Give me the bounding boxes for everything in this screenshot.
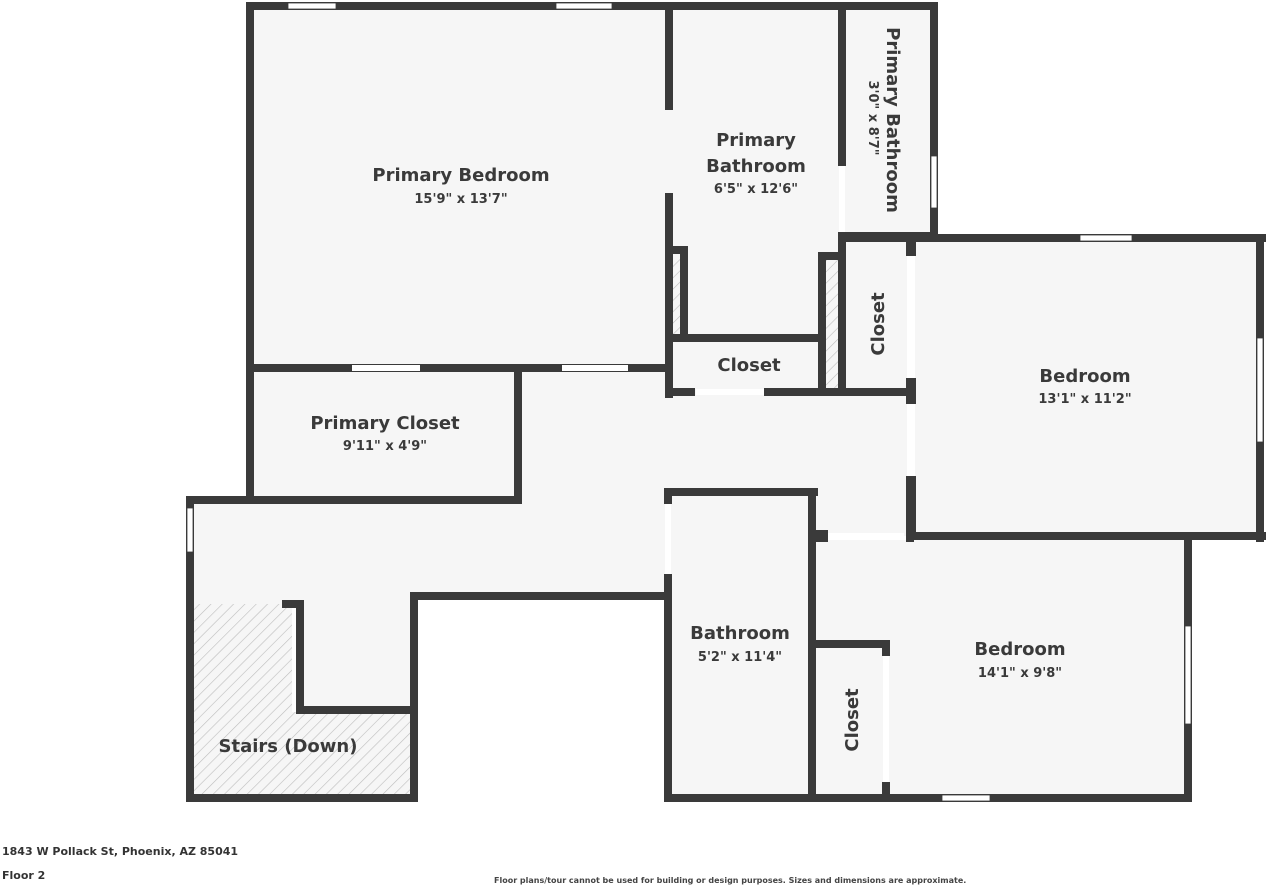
- closet-floor: [670, 340, 820, 392]
- hallway-floor: [192, 368, 912, 712]
- room-name-bedroom-2: Bedroom: [974, 639, 1065, 660]
- room-name-bathroom: Bathroom: [690, 623, 790, 644]
- primary-bathroom-small-floor: [842, 8, 934, 236]
- room-dims-primary-bathroom-small: 3'0" x 8'7": [865, 80, 880, 155]
- room-name-primary-closet: Primary Closet: [310, 413, 460, 434]
- wall-cavity-hatch: [673, 256, 680, 334]
- room-dims-primary-bedroom: 15'9" x 13'7": [414, 192, 507, 207]
- room-name-stairs: Stairs (Down): [219, 736, 358, 757]
- primary-closet-floor: [252, 372, 520, 500]
- property-address: 1843 W Pollack St, Phoenix, AZ 85041: [2, 845, 239, 858]
- room-dims-bedroom-2: 14'1" x 9'8": [978, 666, 1062, 681]
- stairs-area: [192, 604, 414, 796]
- primary-bedroom-floor: [252, 8, 670, 368]
- bathroom-floor: [668, 496, 812, 796]
- room-name-primary-bathroom-line2: Bathroom: [706, 156, 806, 177]
- primary-bathroom-floor: [670, 8, 842, 340]
- room-name-bedroom-1: Bedroom: [1039, 366, 1130, 387]
- door-openings: [352, 166, 915, 782]
- room-name-primary-bedroom: Primary Bedroom: [372, 165, 549, 186]
- wall-cavity-hatch: [826, 260, 838, 388]
- floor-label: Floor 2: [2, 869, 46, 882]
- floor-areas: [192, 8, 1260, 796]
- room-labels: Primary Bedroom 15'9" x 13'7" Primary Ba…: [219, 27, 1132, 757]
- room-dims-bedroom-1: 13'1" x 11'2": [1038, 392, 1131, 407]
- bedroom-1-floor: [912, 240, 1260, 536]
- room-dims-primary-closet: 9'11" x 4'9": [343, 439, 427, 454]
- room-name-closet-vertical: Closet: [868, 292, 889, 356]
- closet-vertical-floor: [842, 240, 912, 390]
- room-name-closet-lower: Closet: [842, 688, 863, 752]
- windows: [186, 2, 1264, 802]
- room-dims-primary-bathroom: 6'5" x 12'6": [714, 182, 798, 197]
- room-name-closet: Closet: [717, 355, 781, 376]
- room-dims-bathroom: 5'2" x 11'4": [698, 650, 782, 665]
- disclaimer-text: Floor plans/tour cannot be used for buil…: [494, 876, 967, 885]
- closet-lower-floor: [816, 646, 886, 796]
- room-name-primary-bathroom-small: Primary Bathroom: [882, 27, 903, 213]
- room-name-primary-bathroom-line1: Primary: [716, 130, 796, 151]
